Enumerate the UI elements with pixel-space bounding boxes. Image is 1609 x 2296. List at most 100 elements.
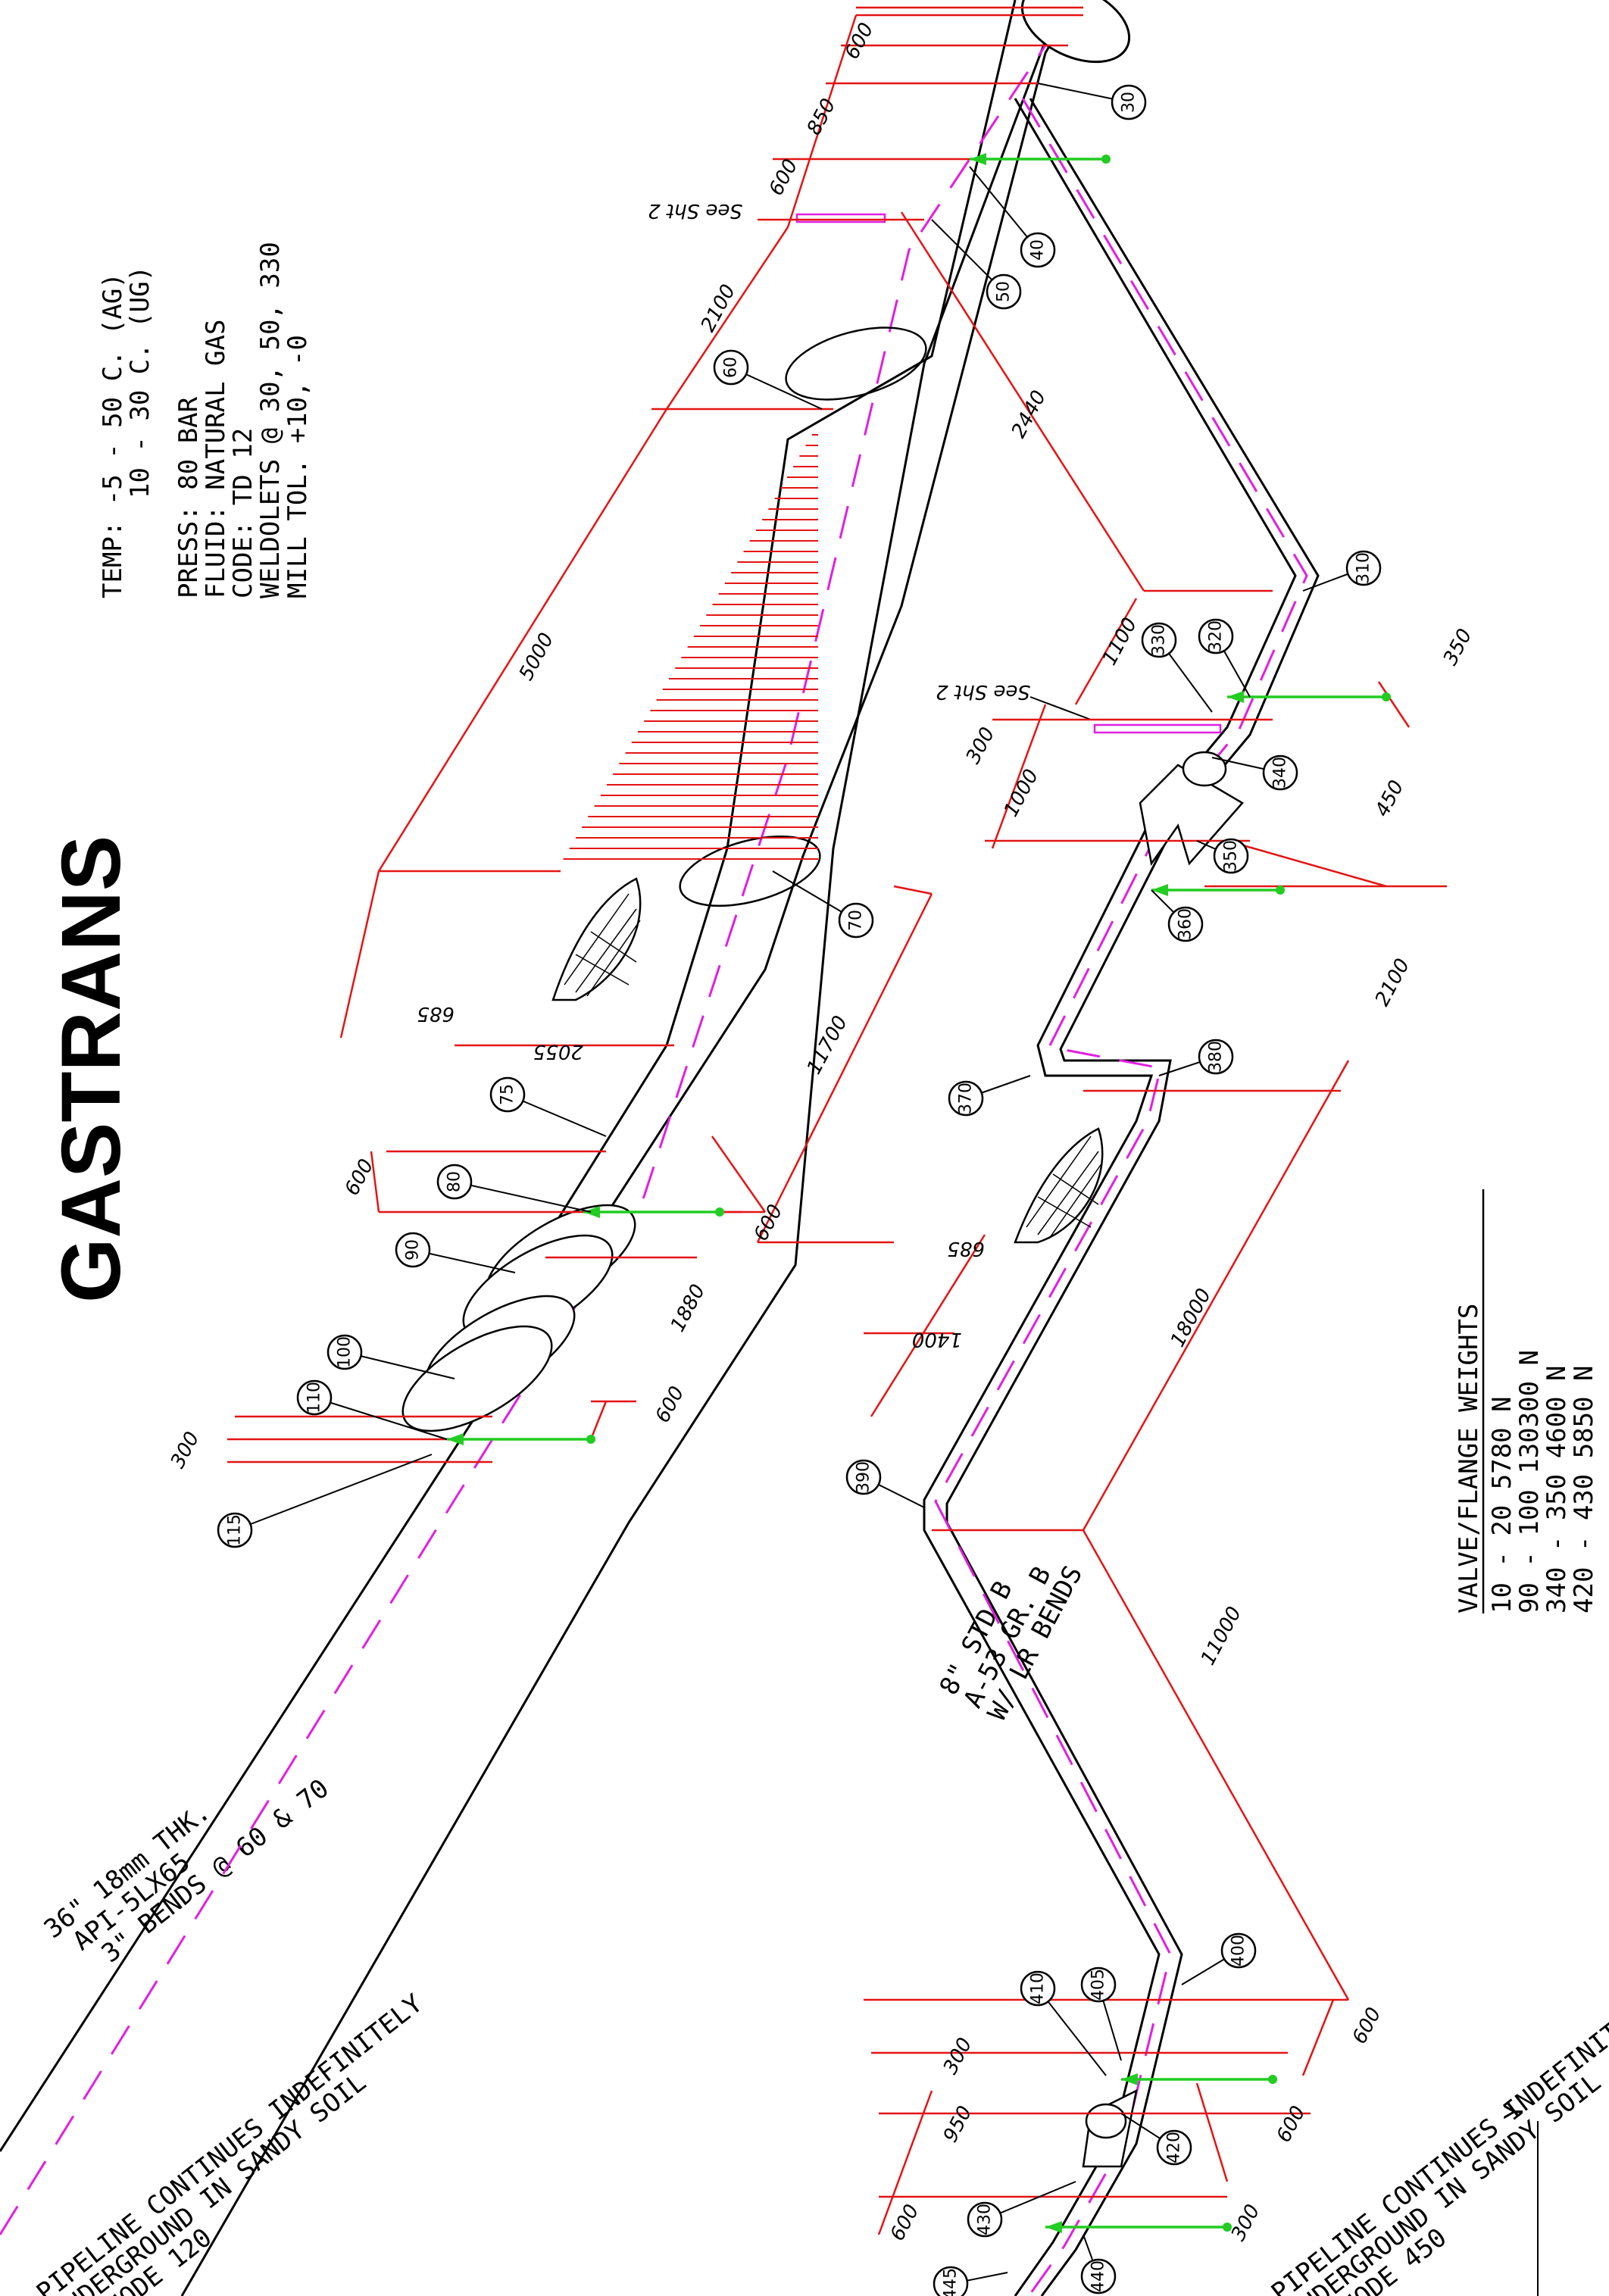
node-number: 370 [957, 1082, 976, 1114]
valve-table-row: 10 - 20 5780 N [1487, 1396, 1517, 1613]
restraint-arrow [1151, 884, 1168, 896]
node-circle [1111, 84, 1147, 120]
dimension-line [870, 1234, 986, 1417]
dimension-line [991, 704, 1047, 849]
restraint-anchor [1268, 2075, 1277, 2084]
valve-table-row: 420 - 430 5850 N [1569, 1365, 1599, 1613]
dimension-line [665, 226, 789, 410]
node-circle [1345, 550, 1382, 586]
dimension-line [339, 870, 380, 1039]
node-bubble-340: 340 [1211, 754, 1298, 791]
node-bubble-400: 400 [1181, 1932, 1257, 1985]
node-bubble-350: 350 [1196, 838, 1249, 874]
note-weldolets: WELDOLETS @ 30, 50, 330 [255, 242, 286, 598]
node-circle [296, 1379, 333, 1416]
restraint-anchor [586, 1435, 595, 1444]
node-bubble-330: 330 [1141, 622, 1213, 713]
restraint-anchor [1223, 2223, 1232, 2232]
node-circle [326, 1334, 363, 1370]
leader-line [454, 1181, 592, 1213]
node-circle [1198, 1039, 1234, 1075]
leader-line [507, 1094, 607, 1137]
node-circle [1156, 2129, 1192, 2166]
dimension-label: 600 [765, 155, 803, 199]
node-bubble-75: 75 [489, 1076, 607, 1137]
node-number: 50 [995, 281, 1014, 302]
node-number: 360 [1176, 908, 1195, 940]
node-circle [1080, 2258, 1117, 2294]
node-bubbles: 3040506070758090100110115310320330340350… [217, 83, 1382, 2296]
restraint-arrow [447, 1433, 464, 1445]
dimension-line [1195, 2082, 1229, 2182]
node-circle [1198, 618, 1234, 654]
valve-table-row: 90 - 100 130300 N [1514, 1350, 1545, 1613]
node-circle [1220, 1932, 1257, 1969]
dimension-label: 600 [841, 19, 879, 63]
restraint-anchor [1276, 886, 1285, 895]
node-bubble-440: 440 [1080, 2234, 1117, 2294]
node-bubble-30: 30 [1037, 83, 1147, 120]
pipe-spec-36: 36" 18mm THK. API-5LX65 3" BENDS @ 60 & … [39, 1773, 335, 1969]
dimension-line [1082, 1060, 1350, 1531]
main-pipe-36 [0, 0, 1131, 2296]
restraint-arrow [1045, 2221, 1062, 2233]
underground-note-2: PIPELINE CONTINUES INDEFINITELY UNDERGRO… [1266, 1988, 1609, 2296]
node-bubble-410: 410 [1020, 1970, 1107, 2076]
leader-line [969, 166, 1039, 251]
node-circle [713, 349, 749, 386]
node-circle [986, 273, 1022, 310]
node-circle [1020, 232, 1056, 268]
restraint-arrow [583, 1206, 600, 1218]
node-bubble-40: 40 [969, 166, 1056, 268]
node-number: 430 [976, 2204, 995, 2235]
node-number: 80 [445, 1171, 464, 1192]
node-number: 60 [722, 357, 741, 378]
node-bubble-70: 70 [772, 870, 874, 939]
node-bubble-380: 380 [1158, 1039, 1234, 1076]
note-code: CODE: TD 12 [228, 428, 258, 598]
node-bubble-445: 445 [933, 2266, 1008, 2296]
bend-hatching [563, 434, 818, 860]
node-circle [1080, 1966, 1117, 2003]
node-bubble-90: 90 [395, 1232, 516, 1273]
axis-label-y: Y [1499, 2104, 1529, 2120]
dimension-line [1226, 839, 1387, 888]
svg-text:PIPELINE CONTINUES INDEFINITEL: PIPELINE CONTINUES INDEFINITELY [31, 1988, 429, 2296]
node-number: 410 [1029, 1973, 1048, 2004]
node-bubble-405: 405 [1080, 1966, 1122, 2061]
node-number: 380 [1207, 1041, 1226, 1073]
node-circle [1213, 838, 1249, 874]
valve-table-row: 340 - 350 4600 N [1542, 1365, 1572, 1613]
node-number: 440 [1089, 2260, 1108, 2292]
node-number: 115 [226, 1514, 245, 1546]
restraint-arrow [1121, 2073, 1138, 2085]
node-circle [489, 1076, 526, 1113]
node-number: 320 [1207, 620, 1226, 652]
dimension-label: 600 [651, 1382, 689, 1426]
node-circle [933, 2266, 969, 2296]
node-number: 390 [854, 1461, 873, 1493]
leader-line [234, 1454, 433, 1531]
svg-text:See Sht 2: See Sht 2 [648, 199, 742, 222]
dimension-labels: 6008506002100500024401100300100035045021… [167, 19, 1477, 2244]
dimension-label: 1100 [1098, 614, 1142, 670]
dimension-label: 1880 [667, 1281, 711, 1336]
dimension-label: 600 [750, 1201, 788, 1245]
underground-note-1: PIPELINE CONTINUES INDEFINITELY UNDERGRO… [31, 1988, 429, 2296]
node-circle [1141, 622, 1177, 658]
dimension-label: 450 [1371, 776, 1409, 820]
dimension-line [893, 885, 933, 895]
dimension-line [786, 14, 858, 228]
soil-section-1 [551, 877, 642, 1001]
node-bubble-80: 80 [436, 1164, 592, 1213]
dimension-line [1082, 1529, 1350, 2001]
node-bubble-50: 50 [931, 219, 1022, 310]
dimension-line [756, 893, 933, 1243]
dimension-label: 1000 [1000, 766, 1044, 821]
dimension-line [1377, 681, 1411, 728]
branch-pipe-8 [923, 98, 1320, 2296]
note-fluid: FLUID: NATURAL GAS [201, 320, 231, 598]
dimension-line [589, 1401, 608, 1440]
node-bubble-320: 320 [1198, 618, 1251, 698]
dimension-label: 2055 [533, 1040, 583, 1063]
